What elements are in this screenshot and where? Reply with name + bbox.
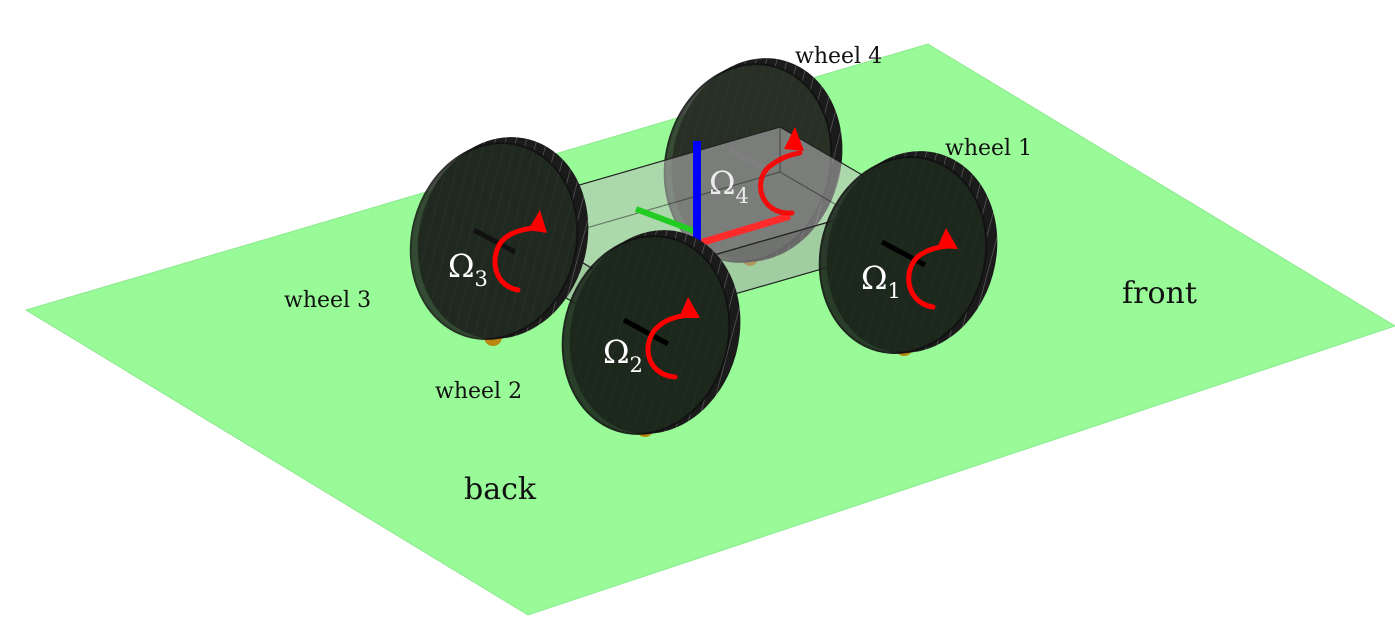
wheel-1 [818,151,998,354]
label-wheel-4: wheel 4 [795,44,882,69]
axis-x [695,212,792,248]
rotation-arrows [492,127,958,380]
omega-label-wheel-2: Ω2 [603,333,643,377]
label-wheel-1: wheel 1 [945,136,1032,161]
label-wheel-3: wheel 3 [284,288,371,313]
omega-label-wheel-4: Ω4 [709,164,749,208]
label-wheel-2: wheel 2 [435,379,522,404]
label-back: back [464,472,537,507]
coordinate-axes [634,141,792,248]
omega-label-wheel-3: Ω3 [448,247,488,291]
rotation-arrow-wheel-4 [758,150,803,216]
omega-label-wheel-1: Ω1 [861,259,901,303]
axis-y [634,206,699,235]
label-front: front [1122,276,1197,311]
rotation-arrow-wheel-3 [492,225,541,293]
